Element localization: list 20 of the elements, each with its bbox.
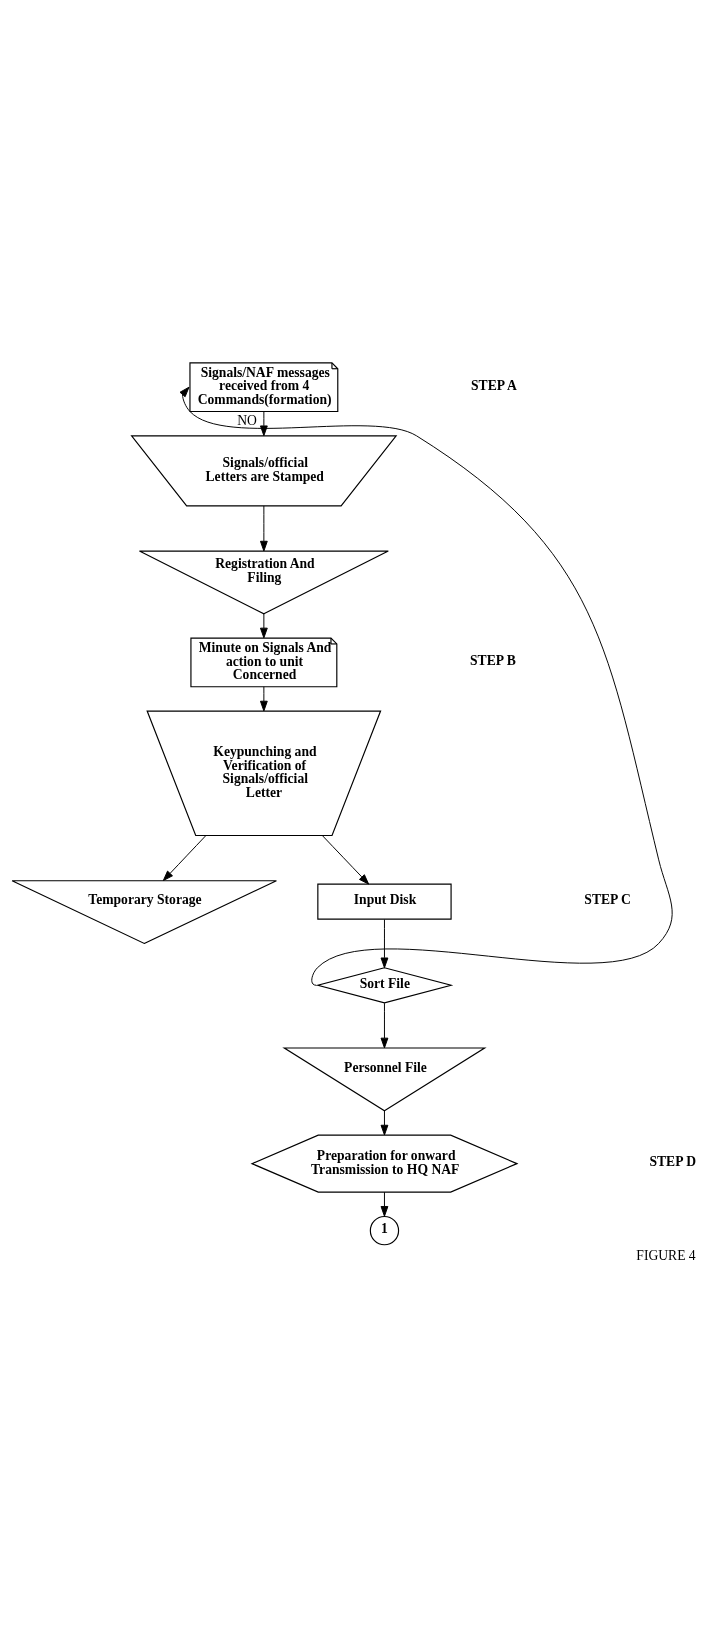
label: STEP B <box>470 652 516 668</box>
arrow <box>162 834 207 881</box>
arrow <box>260 410 268 436</box>
label: STEP A <box>471 377 517 393</box>
arrow <box>380 1109 389 1135</box>
arrow <box>260 685 268 711</box>
arrow <box>260 504 268 551</box>
node-diamond: Sort File <box>315 966 454 1003</box>
arrow <box>179 386 673 986</box>
arrow <box>260 612 268 638</box>
label: STEP D <box>649 1153 696 1169</box>
node-circle: 1 <box>369 1215 400 1245</box>
edge-label: NO <box>237 412 257 428</box>
label: STEP C <box>584 891 631 907</box>
caption: FIGURE 4 <box>636 1247 696 1263</box>
arrow <box>321 834 370 885</box>
arrow <box>380 1191 389 1217</box>
arrow <box>380 918 389 968</box>
node-box: Input Disk <box>317 883 452 920</box>
arrow <box>380 1002 389 1048</box>
